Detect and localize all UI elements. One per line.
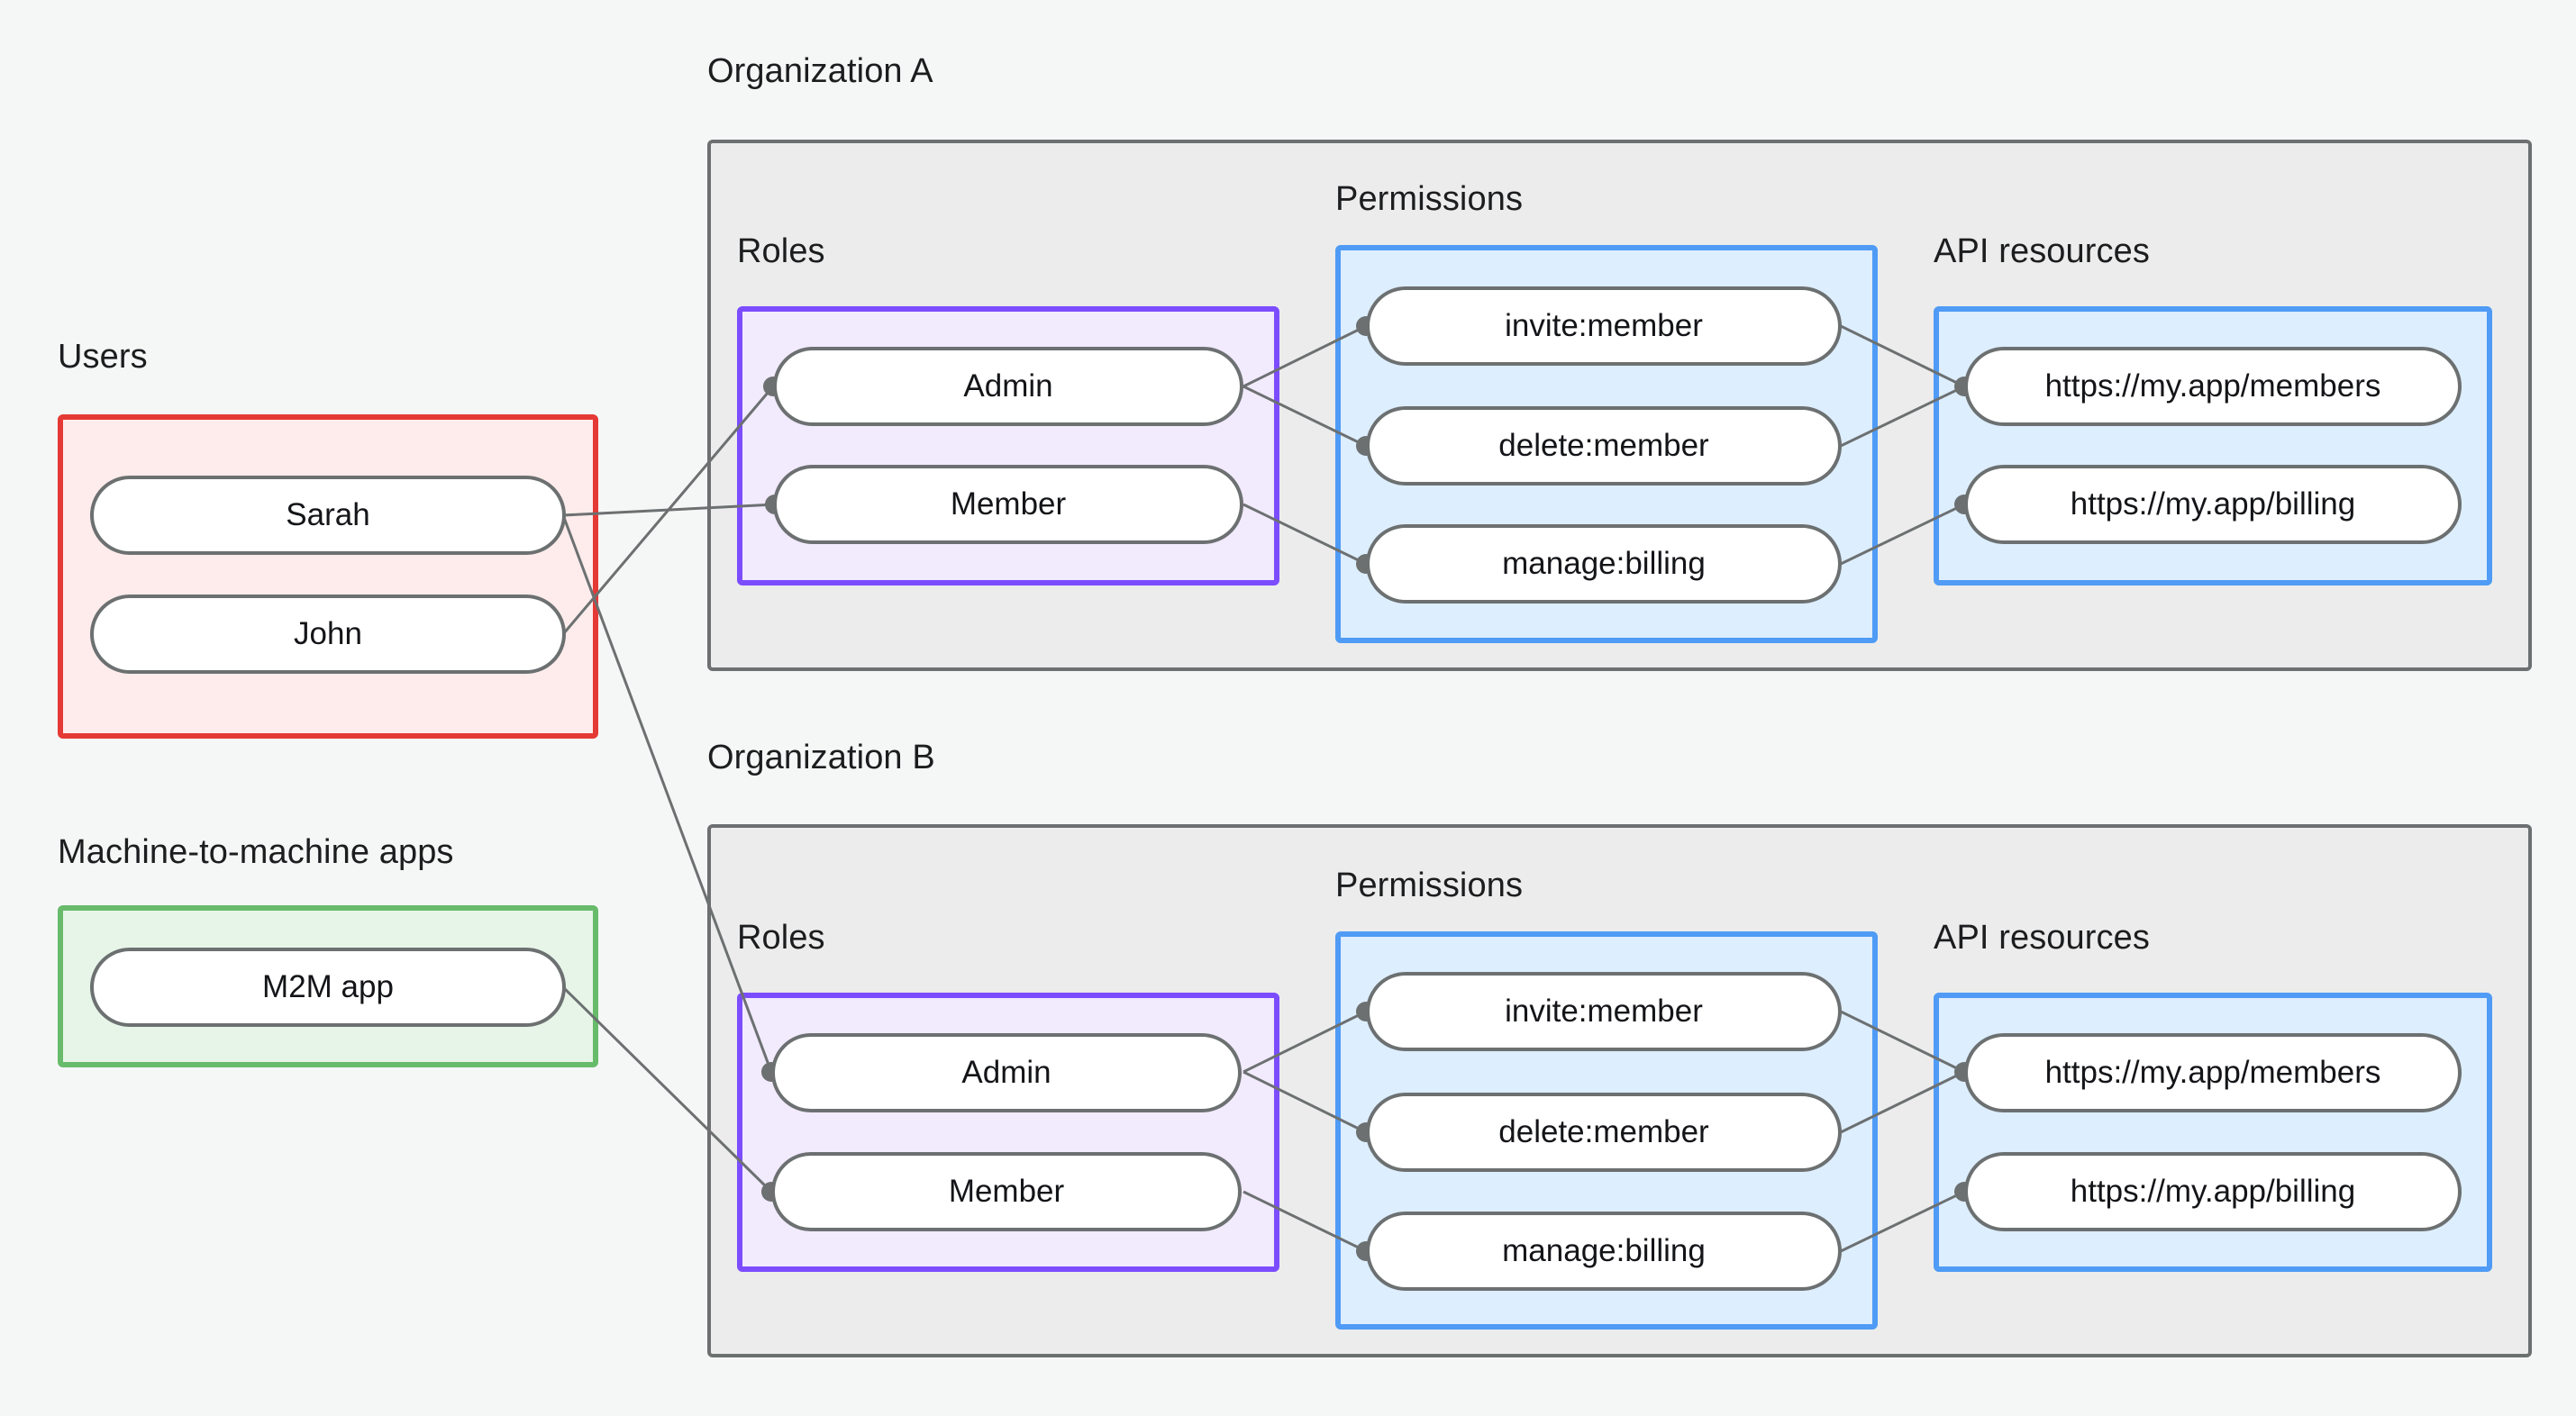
orgB-api-resource-members[interactable]: https://my.app/members bbox=[1964, 1033, 2462, 1112]
orgA-permissions-label: Permissions bbox=[1335, 180, 1524, 218]
orgA-api-resource-billing[interactable]: https://my.app/billing bbox=[1964, 465, 2462, 544]
users-group-label: Users bbox=[58, 338, 148, 376]
user-node-sarah[interactable]: Sarah bbox=[90, 476, 566, 555]
orgA-permission-manage-billing[interactable]: manage:billing bbox=[1366, 524, 1842, 604]
orgB-permission-delete-member[interactable]: delete:member bbox=[1366, 1093, 1842, 1172]
m2m-node-app[interactable]: M2M app bbox=[90, 948, 566, 1027]
orgB-role-admin[interactable]: Admin bbox=[771, 1033, 1242, 1112]
orgA-roles-label: Roles bbox=[737, 232, 825, 270]
orgB-roles-label: Roles bbox=[737, 919, 825, 957]
m2m-group-label: Machine-to-machine apps bbox=[58, 833, 454, 871]
orgB-permission-invite-member[interactable]: invite:member bbox=[1366, 972, 1842, 1051]
organization-b-label: Organization B bbox=[707, 739, 935, 776]
orgA-role-admin[interactable]: Admin bbox=[773, 347, 1243, 426]
orgA-api-resources-label: API resources bbox=[1934, 232, 2150, 270]
orgB-api-resources-label: API resources bbox=[1934, 919, 2150, 957]
orgB-role-member[interactable]: Member bbox=[771, 1152, 1242, 1231]
orgB-permissions-label: Permissions bbox=[1335, 867, 1524, 904]
user-node-john[interactable]: John bbox=[90, 595, 566, 674]
orgA-permission-invite-member[interactable]: invite:member bbox=[1366, 286, 1842, 366]
orgA-role-member[interactable]: Member bbox=[773, 465, 1243, 544]
orgA-api-resource-members[interactable]: https://my.app/members bbox=[1964, 347, 2462, 426]
users-group-box bbox=[58, 414, 598, 739]
orgB-permission-manage-billing[interactable]: manage:billing bbox=[1366, 1212, 1842, 1291]
organization-a-label: Organization A bbox=[707, 52, 933, 90]
orgB-api-resource-billing[interactable]: https://my.app/billing bbox=[1964, 1152, 2462, 1231]
orgA-permission-delete-member[interactable]: delete:member bbox=[1366, 406, 1842, 486]
